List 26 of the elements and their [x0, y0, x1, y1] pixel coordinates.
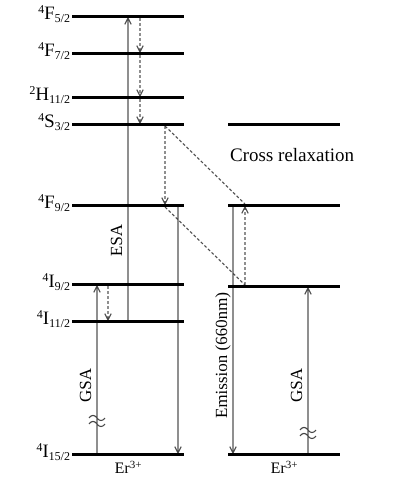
level-label: $^{4}$I$_{15/2}$ — [36, 441, 70, 463]
energy-level-line — [228, 285, 340, 288]
ion-label: Er$^{3+}$ — [270, 459, 298, 479]
arrow — [93, 285, 101, 453]
level-label: $^{4}$I$_{11/2}$ — [36, 308, 70, 330]
dashed-arrow — [241, 206, 249, 285]
ion-label: Er$^{3+}$ — [114, 459, 142, 479]
level-label: $^{2}$H$_{11/2}$ — [29, 84, 70, 106]
dashed-arrow — [136, 18, 144, 53]
energy-level-line — [228, 204, 340, 207]
arrow — [174, 207, 182, 454]
arrow — [124, 17, 132, 320]
dashed-arrow — [104, 286, 112, 321]
arrow — [304, 287, 312, 453]
process-label: Cross relaxation — [230, 146, 354, 166]
level-label: $^{4}$I$_{9/2}$ — [42, 271, 70, 293]
level-label: $^{4}$F$_{5/2}$ — [38, 3, 70, 25]
level-label: $^{4}$S$_{3/2}$ — [38, 111, 70, 133]
level-label: $^{4}$F$_{9/2}$ — [38, 192, 70, 214]
edge-label: Emission (660nm) — [213, 292, 231, 418]
level-label: $^{4}$F$_{7/2}$ — [38, 40, 70, 62]
dashed-arrow — [161, 126, 169, 205]
dashed-arrow — [136, 55, 144, 97]
arrow — [229, 207, 237, 454]
energy-level-line — [228, 123, 340, 126]
dashed-arrow — [136, 99, 144, 124]
